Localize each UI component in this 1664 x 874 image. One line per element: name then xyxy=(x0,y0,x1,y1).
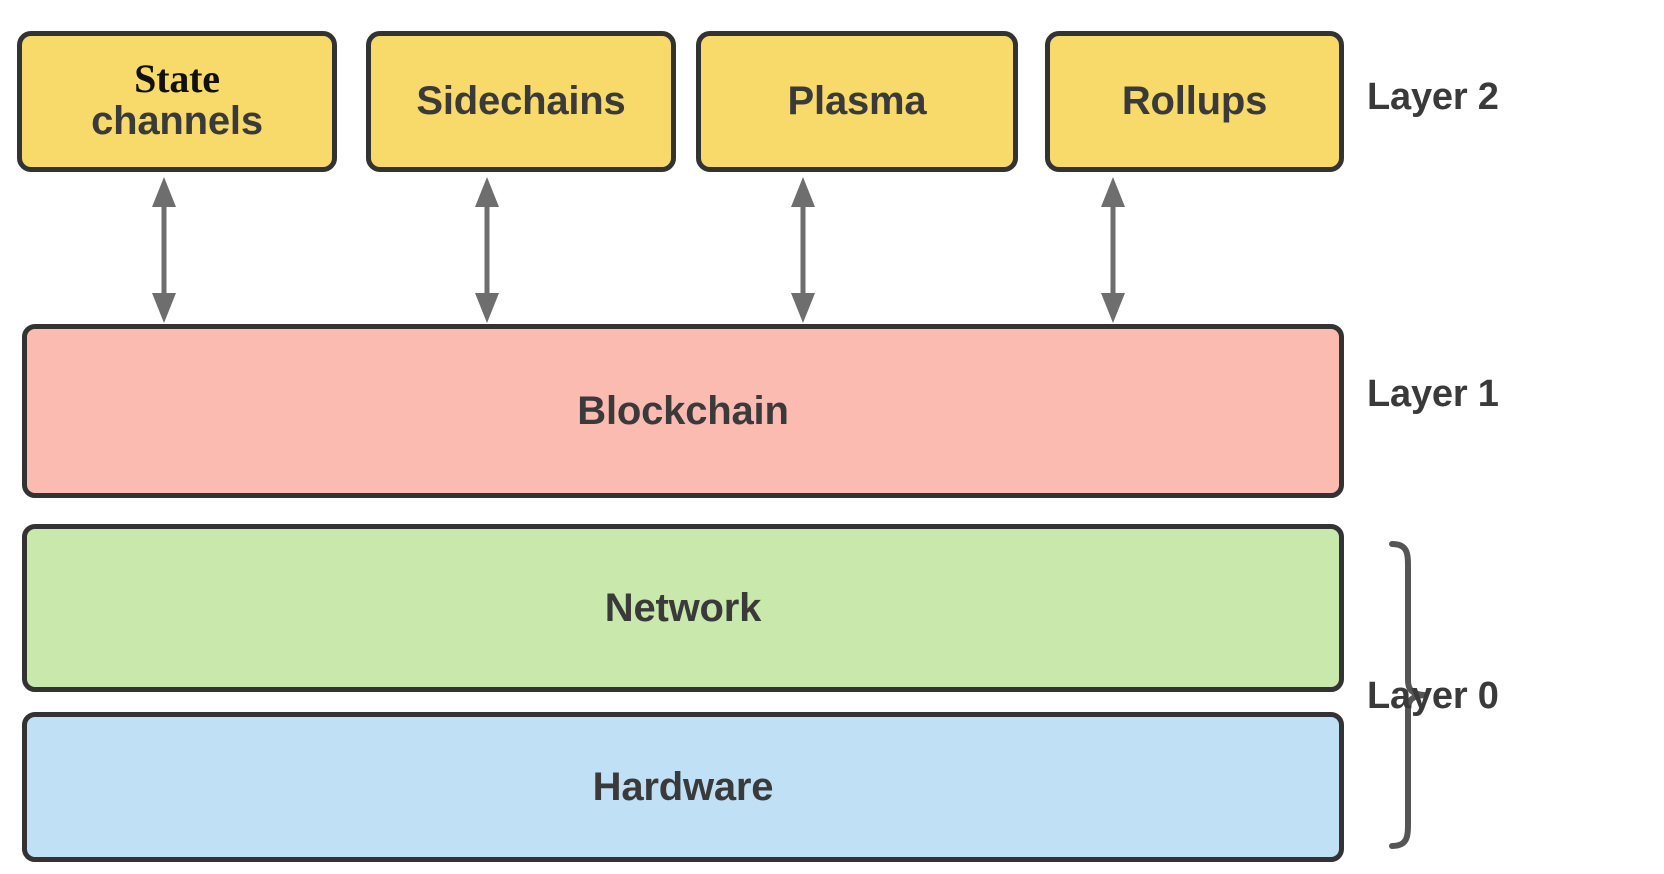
connector-arrow-plasma xyxy=(783,176,823,324)
layer0-bar-label-hardware: Hardware xyxy=(592,764,774,809)
layer2-card-plasma[interactable]: Plasma xyxy=(696,31,1018,172)
layer0-bar-label-network: Network xyxy=(604,585,762,630)
connector-arrow-sidechains xyxy=(467,176,507,324)
layer-label-layer0: Layer 0 xyxy=(1367,675,1499,717)
layer1-bar-label: Blockchain xyxy=(577,388,789,433)
layer2-card-state-channels[interactable]: State channels xyxy=(17,31,337,172)
layer-label-layer2: Layer 2 xyxy=(1367,76,1499,118)
double-arrow-icon xyxy=(152,177,176,323)
layer1-bar-blockchain[interactable]: Blockchain xyxy=(22,324,1344,498)
connector-arrow-state-channels xyxy=(144,176,184,324)
layer2-card-sidechains[interactable]: Sidechains xyxy=(366,31,676,172)
layer2-card-rollups[interactable]: Rollups xyxy=(1045,31,1344,172)
layer0-bar-hardware[interactable]: Hardware xyxy=(22,712,1344,862)
layer2-card-label-line1: State xyxy=(134,56,220,102)
layer2-card-label-line1: Sidechains xyxy=(416,79,626,124)
layer-label-layer1: Layer 1 xyxy=(1367,373,1499,415)
layer2-card-label: State channels xyxy=(91,59,263,144)
layer2-card-label: Rollups xyxy=(1122,79,1267,124)
curly-brace-icon xyxy=(1389,541,1427,849)
layer2-card-label-line1: Plasma xyxy=(787,79,927,124)
double-arrow-icon xyxy=(791,177,815,323)
connector-arrow-rollups xyxy=(1093,176,1133,324)
layer0-grouping-brace xyxy=(1386,540,1434,850)
layer2-card-label: Plasma xyxy=(788,79,927,124)
layer2-card-label-line1: Rollups xyxy=(1121,79,1268,124)
double-arrow-icon xyxy=(1101,177,1125,323)
layer0-bar-network[interactable]: Network xyxy=(22,524,1344,692)
layer2-card-label-line2: channels xyxy=(91,99,263,144)
double-arrow-icon xyxy=(475,177,499,323)
layer2-card-label: Sidechains xyxy=(416,79,625,124)
